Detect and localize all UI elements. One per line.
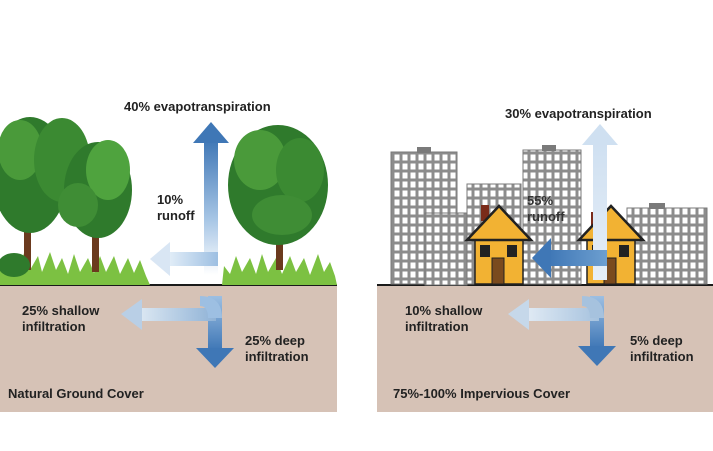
arrow-icon [150, 122, 229, 276]
arrow-icon [121, 296, 234, 368]
shallow-infiltration-percent-label: 25% shallow [22, 303, 100, 318]
shallow-infiltration-percent-label: 10% shallow [405, 303, 483, 318]
deep-infiltration-label: infiltration [245, 349, 309, 364]
runoff-label: runoff [157, 208, 195, 223]
arrow-icon [508, 296, 616, 366]
evapotranspiration-label: 40% evapotranspiration [124, 99, 271, 114]
impervious-panel: 30% evapotranspiration 55% runoff 10% sh… [377, 0, 713, 451]
natural-illustration [0, 117, 337, 412]
shallow-infiltration-label: infiltration [22, 319, 86, 334]
deep-infiltration-percent-label: 5% deep [630, 333, 683, 348]
arrow-icon [532, 238, 607, 278]
evapotranspiration-label: 30% evapotranspiration [505, 106, 652, 121]
natural-panel: 40% evapotranspiration 10% runoff 25% sh… [0, 0, 340, 451]
house-icon [464, 204, 534, 285]
shallow-infiltration-label: infiltration [405, 319, 469, 334]
runoff-percent-label: 55% [527, 193, 554, 208]
panel-caption: Natural Ground Cover [8, 386, 144, 401]
deep-infiltration-percent-label: 25% deep [245, 333, 305, 348]
deep-infiltration-label: infiltration [630, 349, 694, 364]
arrow-icon [582, 124, 618, 280]
panel-caption: 75%-100% Impervious Cover [393, 386, 571, 401]
ground [377, 285, 713, 412]
runoff-percent-label: 10% [157, 192, 184, 207]
tree-icon [0, 117, 132, 277]
runoff-label: runoff [527, 209, 565, 224]
impervious-illustration [377, 124, 713, 412]
tree-icon [228, 125, 328, 270]
ground [0, 285, 337, 412]
